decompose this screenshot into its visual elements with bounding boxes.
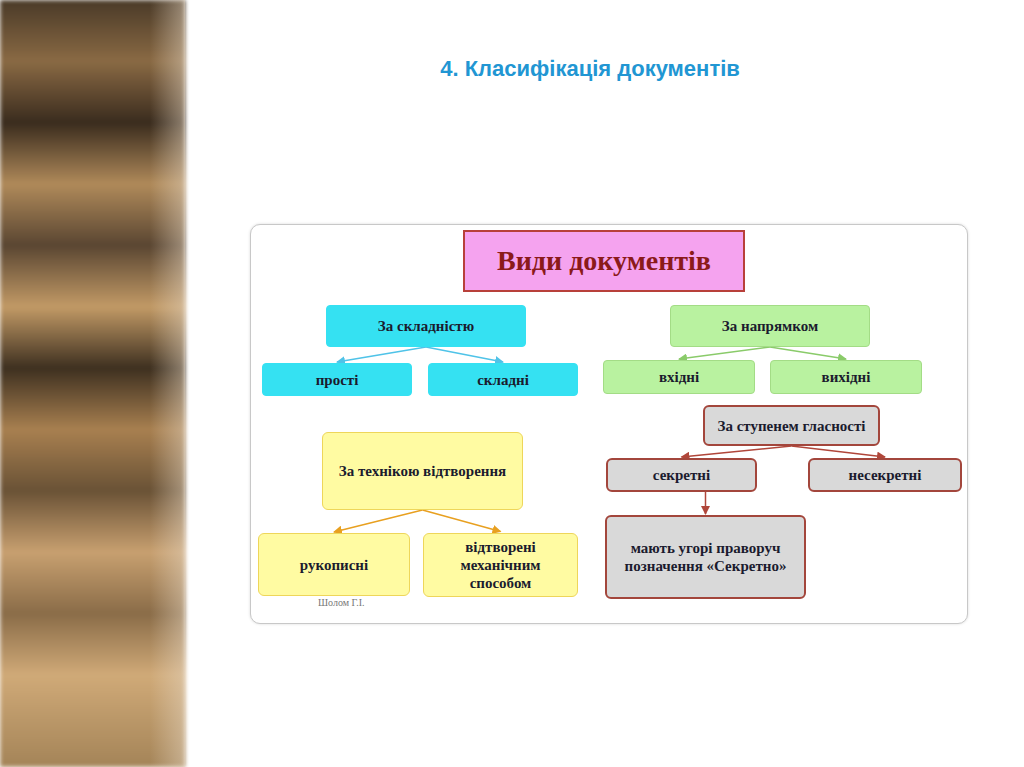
category-box: За напрямком (670, 305, 870, 347)
box-label: несекретні (849, 466, 922, 484)
box-label: Види документів (497, 244, 711, 278)
category-box: За технікою відтворення (322, 432, 523, 510)
backdrop-fade (150, 0, 185, 767)
box-label: прості (316, 371, 359, 389)
connector-arrow (792, 446, 886, 457)
box-label: За технікою відтворення (339, 462, 506, 480)
connector-arrow (770, 347, 846, 359)
box-label: вхідні (659, 368, 699, 386)
box-label: рукописні (300, 556, 368, 574)
category-box: рукописні (258, 533, 410, 596)
box-label: вихідні (822, 368, 871, 386)
category-box: відтворені механічним способом (423, 533, 578, 597)
box-label: мають угорі праворуч позначення «Секретн… (613, 539, 798, 575)
author-note: Шолом Г.І. (318, 597, 365, 608)
category-box: вихідні (770, 360, 922, 394)
connector-arrow (337, 347, 426, 362)
connector-arrow (423, 510, 501, 532)
box-label: складні (477, 371, 529, 389)
category-box: несекретні (808, 458, 962, 492)
root-box: Види документів (463, 230, 745, 292)
box-label: відтворені механічним способом (430, 538, 571, 592)
box-label: За складністю (378, 317, 474, 335)
connector-arrow (679, 347, 770, 359)
category-box: вхідні (603, 360, 755, 394)
box-label: секретні (653, 466, 710, 484)
category-box: За складністю (326, 305, 526, 347)
category-box: складні (428, 363, 578, 396)
category-box: мають угорі праворуч позначення «Секретн… (605, 515, 806, 599)
connector-arrow (705, 492, 707, 514)
connector-arrow (334, 510, 423, 532)
category-box: секретні (606, 458, 757, 492)
category-box: прості (262, 363, 412, 396)
connector-arrow (682, 446, 792, 457)
box-label: За напрямком (722, 317, 818, 335)
category-box: За ступенем гласності (703, 405, 880, 446)
box-label: За ступенем гласності (717, 417, 865, 435)
slide-title: 4. Класифікація документів (300, 56, 880, 82)
connector-arrow (426, 347, 503, 362)
